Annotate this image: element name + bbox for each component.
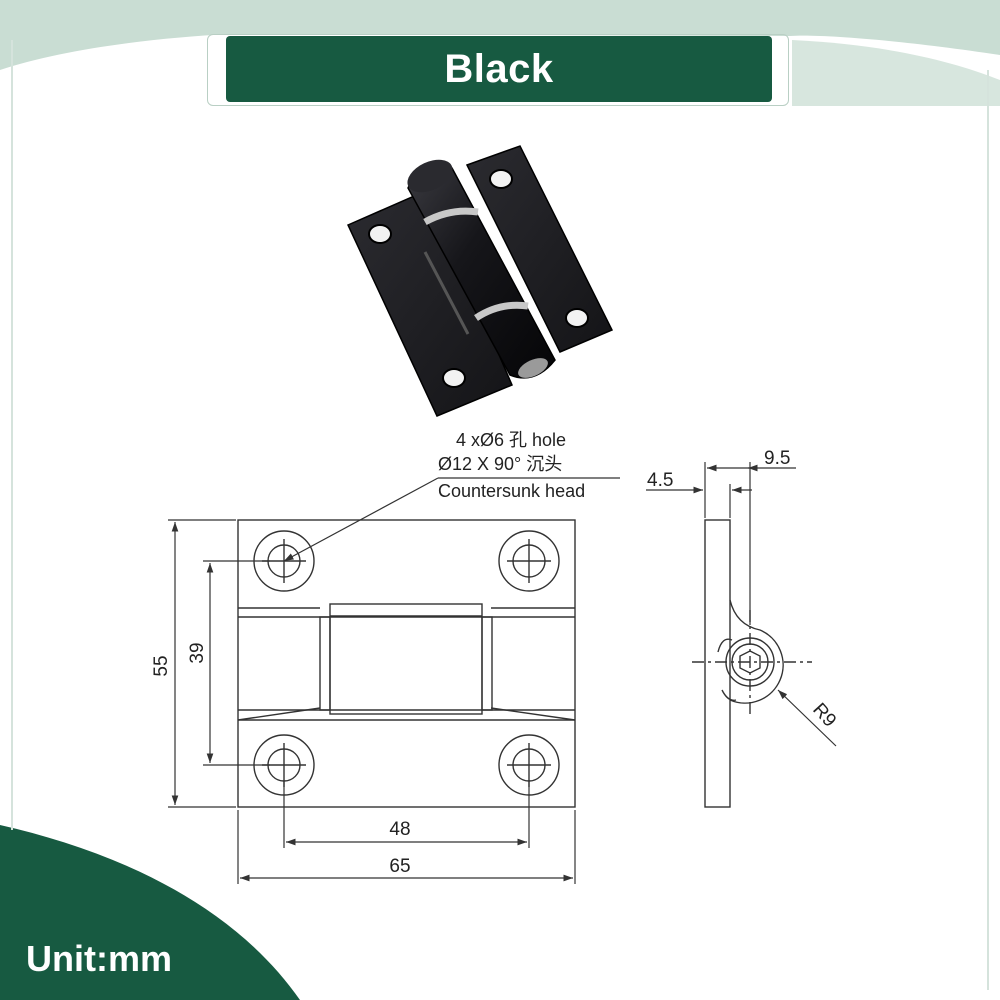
dim-4-5 bbox=[646, 484, 752, 518]
dim-55-label: 55 bbox=[151, 655, 172, 676]
hole-top-right bbox=[498, 530, 560, 592]
side-tab-upper bbox=[717, 638, 733, 653]
knuckle-chamfer-right bbox=[490, 707, 576, 721]
right-leaf bbox=[465, 145, 614, 353]
barrel-pin-end bbox=[518, 358, 548, 378]
side-view bbox=[692, 519, 812, 808]
barrel-ring-right bbox=[481, 616, 493, 711]
side-knuckle-outline bbox=[729, 599, 784, 704]
unit-label: Unit:mm bbox=[26, 938, 172, 979]
callout-line-1: 4 xØ6 孔 hole bbox=[456, 430, 566, 450]
barrel-ring-left bbox=[319, 616, 331, 711]
product-hole-4 bbox=[442, 368, 466, 388]
knuckle-chamfer-left bbox=[237, 707, 321, 721]
barrel-center bbox=[329, 603, 483, 715]
dim-65 bbox=[237, 810, 576, 884]
barrel-ring-lower bbox=[474, 301, 529, 321]
side-plate bbox=[704, 519, 731, 808]
dim-r9-label: R9 bbox=[808, 699, 840, 731]
front-view bbox=[237, 519, 576, 808]
dim-39 bbox=[203, 560, 270, 766]
barrel-top-cap bbox=[407, 159, 453, 193]
dim-9-5 bbox=[704, 462, 796, 625]
callout-leader bbox=[283, 477, 620, 562]
dim-9-5-label: 9.5 bbox=[764, 448, 790, 469]
leaf-edge-highlight bbox=[423, 251, 470, 335]
dim-4-5-label: 4.5 bbox=[647, 470, 673, 491]
product-hole-3 bbox=[565, 308, 589, 328]
title-banner: Black bbox=[226, 36, 772, 102]
dim-48 bbox=[283, 780, 530, 848]
front-plate-outline bbox=[237, 519, 576, 808]
barrel-ring-upper bbox=[423, 207, 479, 226]
top-right-tint bbox=[792, 40, 1000, 106]
product-hole-1 bbox=[368, 224, 392, 244]
dim-65-label: 65 bbox=[389, 856, 410, 877]
callout-line-3: Countersunk head bbox=[438, 481, 585, 501]
dim-55 bbox=[168, 519, 236, 808]
product-hole-2 bbox=[489, 169, 513, 189]
corner-accent-shape bbox=[0, 825, 300, 1000]
hinge-product-image bbox=[346, 145, 614, 417]
dim-39-label: 39 bbox=[187, 642, 208, 663]
page-title: Black bbox=[444, 46, 554, 91]
callout-line-2: Ø12 X 90° 沉头 bbox=[438, 454, 562, 474]
side-tab-lower bbox=[721, 689, 737, 701]
title-outline bbox=[207, 34, 789, 106]
top-tint-band bbox=[0, 0, 1000, 70]
dim-r9 bbox=[777, 689, 837, 747]
left-leaf bbox=[346, 189, 513, 417]
dim-48-label: 48 bbox=[389, 819, 410, 840]
